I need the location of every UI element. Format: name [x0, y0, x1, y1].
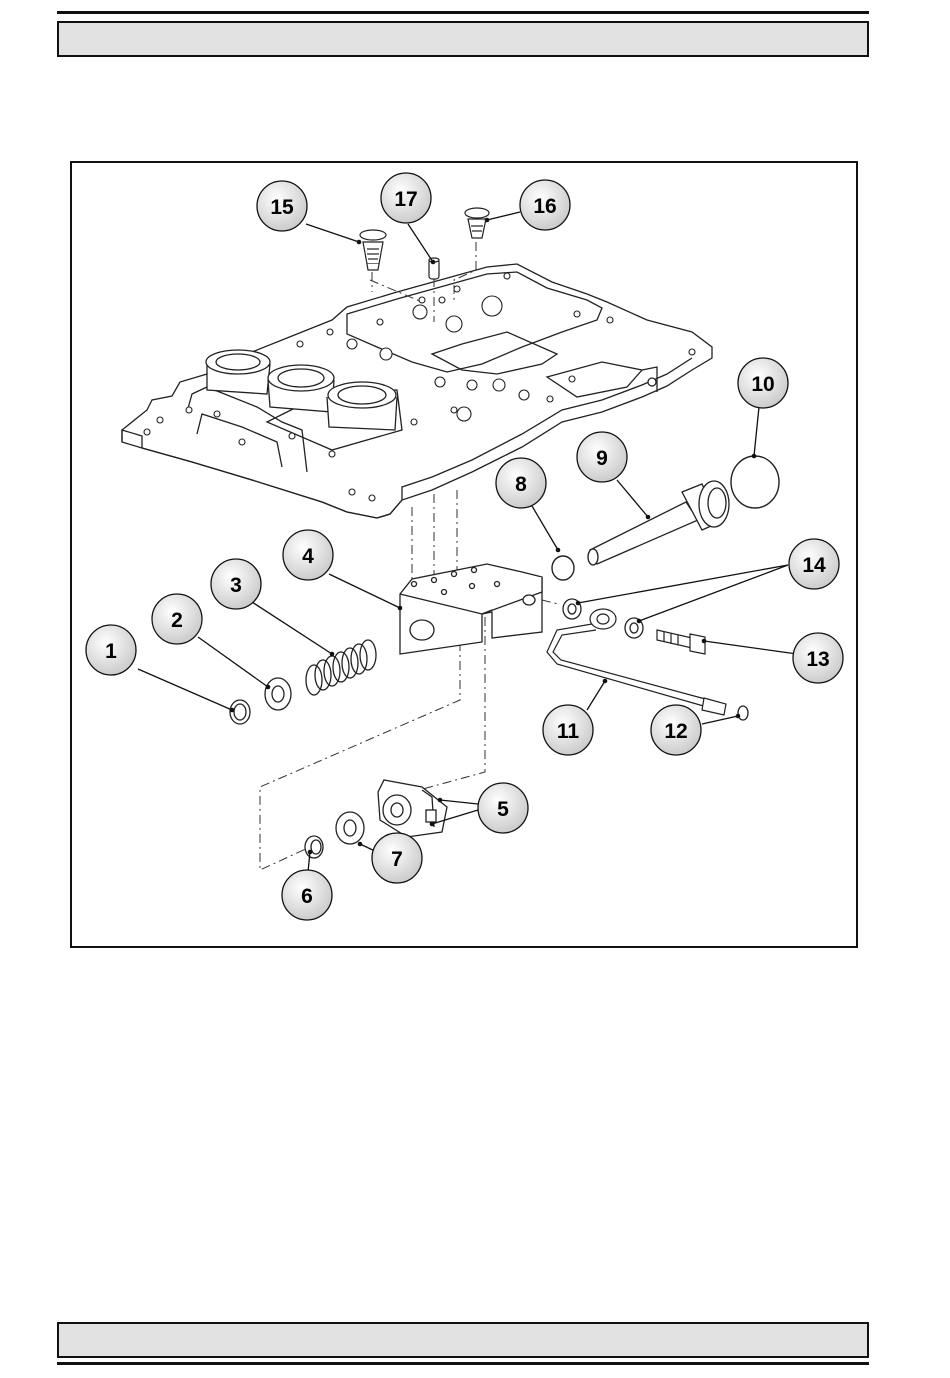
callout-label: 1 [105, 640, 117, 663]
callout-label: 8 [515, 473, 527, 496]
callout-label: 14 [802, 554, 826, 577]
washer-7 [336, 812, 364, 844]
valve-block-4 [400, 564, 542, 654]
washer-2 [265, 678, 291, 710]
callout-17: 17 [381, 173, 431, 223]
screw-16 [465, 208, 489, 238]
callout-7: 7 [372, 833, 422, 883]
callout-label: 12 [664, 720, 687, 743]
spring-3 [306, 640, 376, 695]
nut-6 [305, 836, 323, 858]
callout-12: 12 [651, 705, 701, 755]
callout-4: 4 [283, 530, 333, 580]
callout-label: 16 [533, 195, 556, 218]
callout-5: 5 [478, 783, 528, 833]
callout-11: 11 [543, 705, 593, 755]
header-bar [57, 21, 869, 57]
callout-label: 7 [391, 848, 403, 871]
callout-label: 3 [230, 574, 242, 597]
callout-label: 5 [497, 798, 509, 821]
valve-plate [122, 264, 712, 518]
bolt-13 [657, 630, 705, 654]
diagram-frame: 1 2 3 4 5 6 7 8 9 10 11 12 [70, 161, 858, 948]
callout-1: 1 [86, 625, 136, 675]
callout-6: 6 [282, 870, 332, 920]
callout-9: 9 [577, 432, 627, 482]
callout-2: 2 [152, 594, 202, 644]
callout-label: 9 [596, 447, 608, 470]
footer-rule [57, 1362, 869, 1365]
callout-15: 15 [257, 181, 307, 231]
exploded-parts-diagram: 1 2 3 4 5 6 7 8 9 10 11 12 [72, 163, 856, 946]
o-ring-8 [552, 556, 574, 580]
coil-5 [378, 780, 447, 837]
callout-14: 14 [789, 539, 839, 589]
callout-label: 4 [302, 545, 314, 568]
callout-label: 13 [806, 648, 829, 671]
callout-label: 11 [557, 720, 580, 743]
o-ring-10 [731, 456, 779, 508]
callout-label: 6 [301, 885, 313, 908]
callout-3: 3 [211, 559, 261, 609]
callout-label: 17 [394, 188, 417, 211]
callout-8: 8 [496, 458, 546, 508]
callout-label: 2 [171, 609, 183, 632]
header-rule [57, 11, 869, 14]
piston-9 [588, 481, 729, 565]
callout-10: 10 [738, 358, 788, 408]
callout-13: 13 [793, 633, 843, 683]
o-ring-12 [738, 706, 748, 720]
callout-16: 16 [520, 180, 570, 230]
screw-15 [360, 230, 386, 270]
callout-label: 15 [270, 196, 294, 219]
footer-bar [57, 1322, 869, 1358]
callout-label: 10 [751, 373, 774, 396]
